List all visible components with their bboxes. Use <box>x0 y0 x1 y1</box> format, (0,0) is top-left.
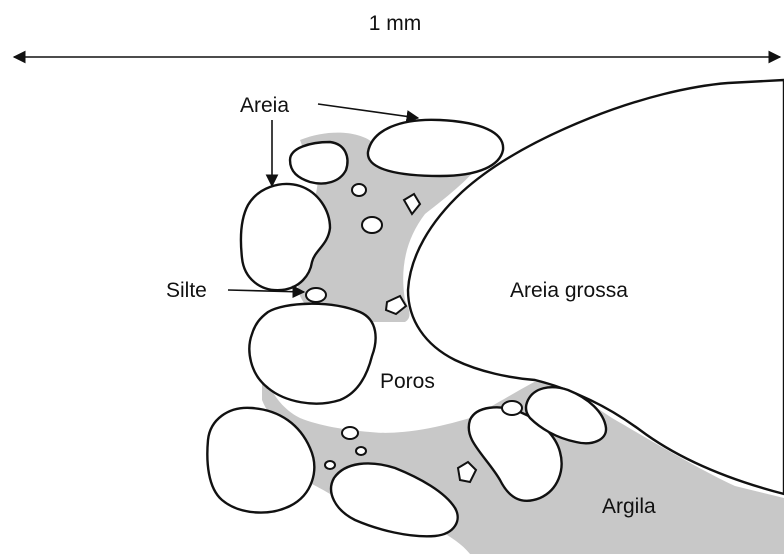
label-poros: Poros <box>380 370 435 393</box>
sand-grain-top <box>368 120 503 176</box>
arrow-silte-to-particle <box>228 290 304 292</box>
silt-particle <box>362 217 382 233</box>
silt-particle <box>342 427 358 439</box>
sand-grain-small-top-left <box>290 142 347 184</box>
silt-particle <box>352 184 366 196</box>
label-areia: Areia <box>240 94 289 117</box>
silt-particle <box>356 447 366 455</box>
scale-label: 1 mm <box>369 12 422 35</box>
sand-grain-left-middle <box>249 304 375 404</box>
label-silte: Silte <box>166 279 207 302</box>
label-argila: Argila <box>602 495 656 518</box>
silt-particle <box>325 461 335 469</box>
silt-particle <box>502 401 522 415</box>
arrow-areia-to-top-grain <box>318 104 418 118</box>
silt-particle <box>306 288 326 302</box>
label-areia-grossa: Areia grossa <box>510 279 628 302</box>
scale-bar: 1 mm <box>14 12 780 57</box>
